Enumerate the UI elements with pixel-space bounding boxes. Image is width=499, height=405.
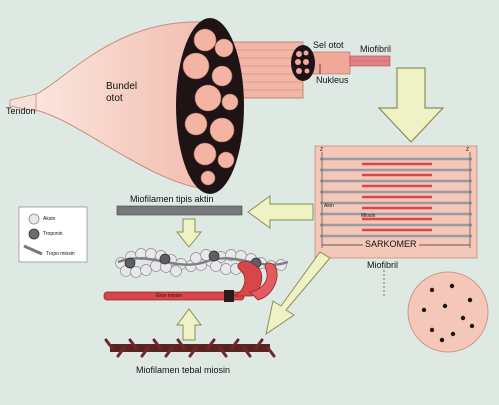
myosin-head-2 [249, 262, 278, 301]
fascicle-circles [182, 28, 239, 186]
arrow-up-small [176, 308, 202, 341]
thick-filament-heads [104, 338, 276, 358]
tendon-shape [9, 93, 37, 112]
legend-troponin-label: Troponin [43, 231, 63, 237]
myosin-tail-label: Ekor miosin [156, 293, 183, 299]
cross-section-dots [421, 283, 475, 343]
legend-actin-label: Aksin [43, 216, 56, 222]
myofibril-top-label: Miofibril [360, 44, 392, 54]
arrow-left-to-actin [247, 195, 314, 229]
myofibril-bottom-label: Miofibril [367, 260, 399, 270]
arrow-down-large [377, 67, 445, 143]
myosin-head [233, 261, 263, 297]
myofibril-dots [295, 50, 310, 74]
myofibril-cross-section [407, 271, 489, 353]
z-line-left-label: Z [320, 147, 324, 153]
legend-tropomyosin-label: Tropo miosin [46, 251, 75, 257]
actin-tag: Akin [324, 203, 334, 209]
nucleus-label: Nukleus [316, 75, 349, 85]
muscle-cell-label: Sel otot [313, 40, 344, 50]
arrow-diagonal-to-myosin [265, 251, 331, 336]
thin-filament-bar [116, 205, 243, 216]
thick-filament-label: Miofilamen tebal miosin [136, 365, 231, 375]
tendon-label: Tendon [6, 106, 36, 116]
legend-tropomyosin-symbol [23, 244, 43, 256]
myosin-tag: Miosin [361, 213, 376, 219]
tropomyosin-strand [117, 257, 289, 266]
fiber-cross-section [291, 45, 315, 81]
legend-actin-symbol [28, 213, 40, 225]
bundle-label-line1: Bundel [106, 81, 138, 92]
thick-filament-core [110, 344, 270, 352]
arrow-down-small [175, 218, 203, 248]
legend-troponin-symbol [28, 228, 40, 240]
sarcomere-filaments [320, 157, 472, 238]
thin-filament-label: Miofilamen tipis aktin [130, 194, 214, 204]
sarcomere-label: SARKOMER [363, 239, 419, 249]
myosin-neck [224, 290, 234, 302]
z-line-right-label: Z [466, 147, 470, 153]
bundle-label-line2: otot [106, 93, 123, 104]
